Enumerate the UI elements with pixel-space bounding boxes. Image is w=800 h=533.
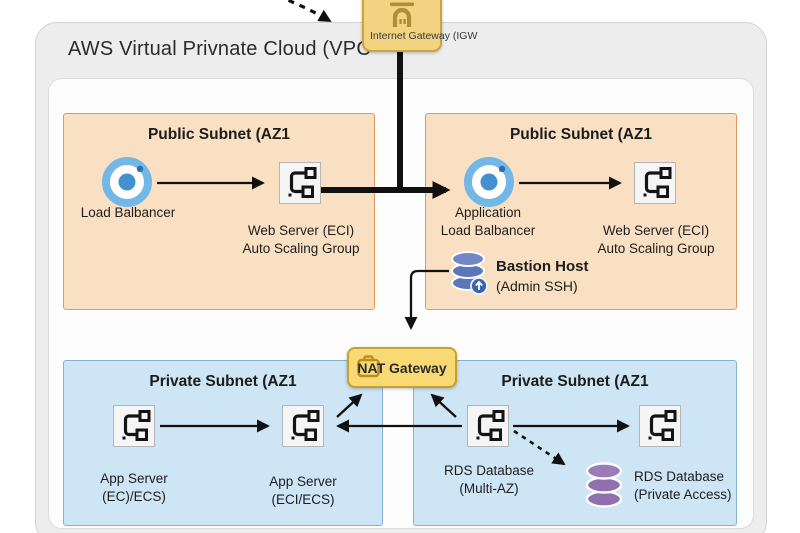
app-server-1-line1: App Server: [100, 471, 168, 486]
rds-replica-icon: [639, 405, 681, 447]
gateway-arch-icon: [390, 2, 414, 27]
internet-gateway-label: Internet Gateway (IGW: [370, 30, 478, 42]
application-load-balancer-icon: [464, 157, 514, 207]
public-subnet-1-title: Public Subnet (AZ1: [147, 126, 291, 143]
rds-database-icon: [585, 462, 623, 508]
public-subnet-2-title: Public Subnet (AZ1: [509, 126, 653, 143]
bastion-host-label: Bastion Host (Admin SSH): [496, 257, 589, 295]
web-server-2-icon: [634, 162, 676, 204]
public-subnet-1: Public Subnet (AZ1: [63, 113, 375, 310]
rds-private-line2: (Private Access): [634, 486, 732, 502]
app-server-1-line2: (EC)/ECS): [102, 488, 166, 504]
load-balancer-label: Load Balbancer: [80, 205, 176, 220]
web-server-1-label: Web Server (ECI) Auto Scaling Group: [242, 222, 359, 258]
app-server-2-line2: (ECI/ECS): [271, 491, 335, 507]
app-server-2-line1: App Server: [269, 474, 337, 489]
web-server-1-line2: Auto Scaling Group: [242, 240, 360, 256]
web-server-2-label: Web Server (ECI) Auto Scaling Group: [597, 222, 714, 258]
web-server-1-icon: [279, 162, 321, 204]
internet-gateway-box: Internet Gateway (IGW: [362, 0, 477, 52]
vpc-title: AWS Virtual Privnate Cloud (VPC: [68, 38, 371, 60]
rds-multiaz-label: RDS Database (Multi-AZ): [444, 462, 534, 498]
web-server-1-line1: Web Server (ECI): [247, 223, 355, 238]
rds-multiaz-icon: [467, 405, 509, 447]
app-server-2-label: App Server (ECI/ECS): [269, 473, 337, 509]
private-subnet-1-title: Private Subnet (AZ1: [149, 373, 297, 390]
app-server-1-label: App Server (EC)/ECS): [100, 470, 168, 506]
alb-line1: Application: [454, 205, 522, 220]
nat-gateway-box: NAT Gateway: [347, 347, 457, 388]
nat-badge-icon: [357, 355, 380, 378]
rds-private-line1: RDS Database: [634, 469, 725, 484]
rds-private-label: RDS Database (Private Access): [634, 468, 732, 504]
private-subnet-2-title: Private Subnet (AZ1: [501, 373, 649, 390]
app-server-1-icon: [113, 405, 155, 447]
application-load-balancer-label: Application Load Balbancer: [441, 204, 536, 240]
load-balancer-icon: [102, 157, 152, 207]
bastion-line2: (Admin SSH): [496, 277, 578, 294]
bastion-line1: Bastion Host: [496, 258, 589, 275]
rds-multiaz-line1: RDS Database: [443, 463, 535, 478]
rds-multiaz-line2: (Multi-AZ): [459, 480, 519, 496]
bastion-host-icon: [451, 251, 488, 295]
alb-line2: Load Balbancer: [440, 222, 536, 238]
nat-gateway-label: NAT Gateway: [357, 359, 447, 376]
app-server-2-icon: [282, 405, 324, 447]
web-server-2-line2: Auto Scaling Group: [597, 240, 715, 256]
web-server-2-line1: Web Server (ECI): [602, 223, 710, 238]
